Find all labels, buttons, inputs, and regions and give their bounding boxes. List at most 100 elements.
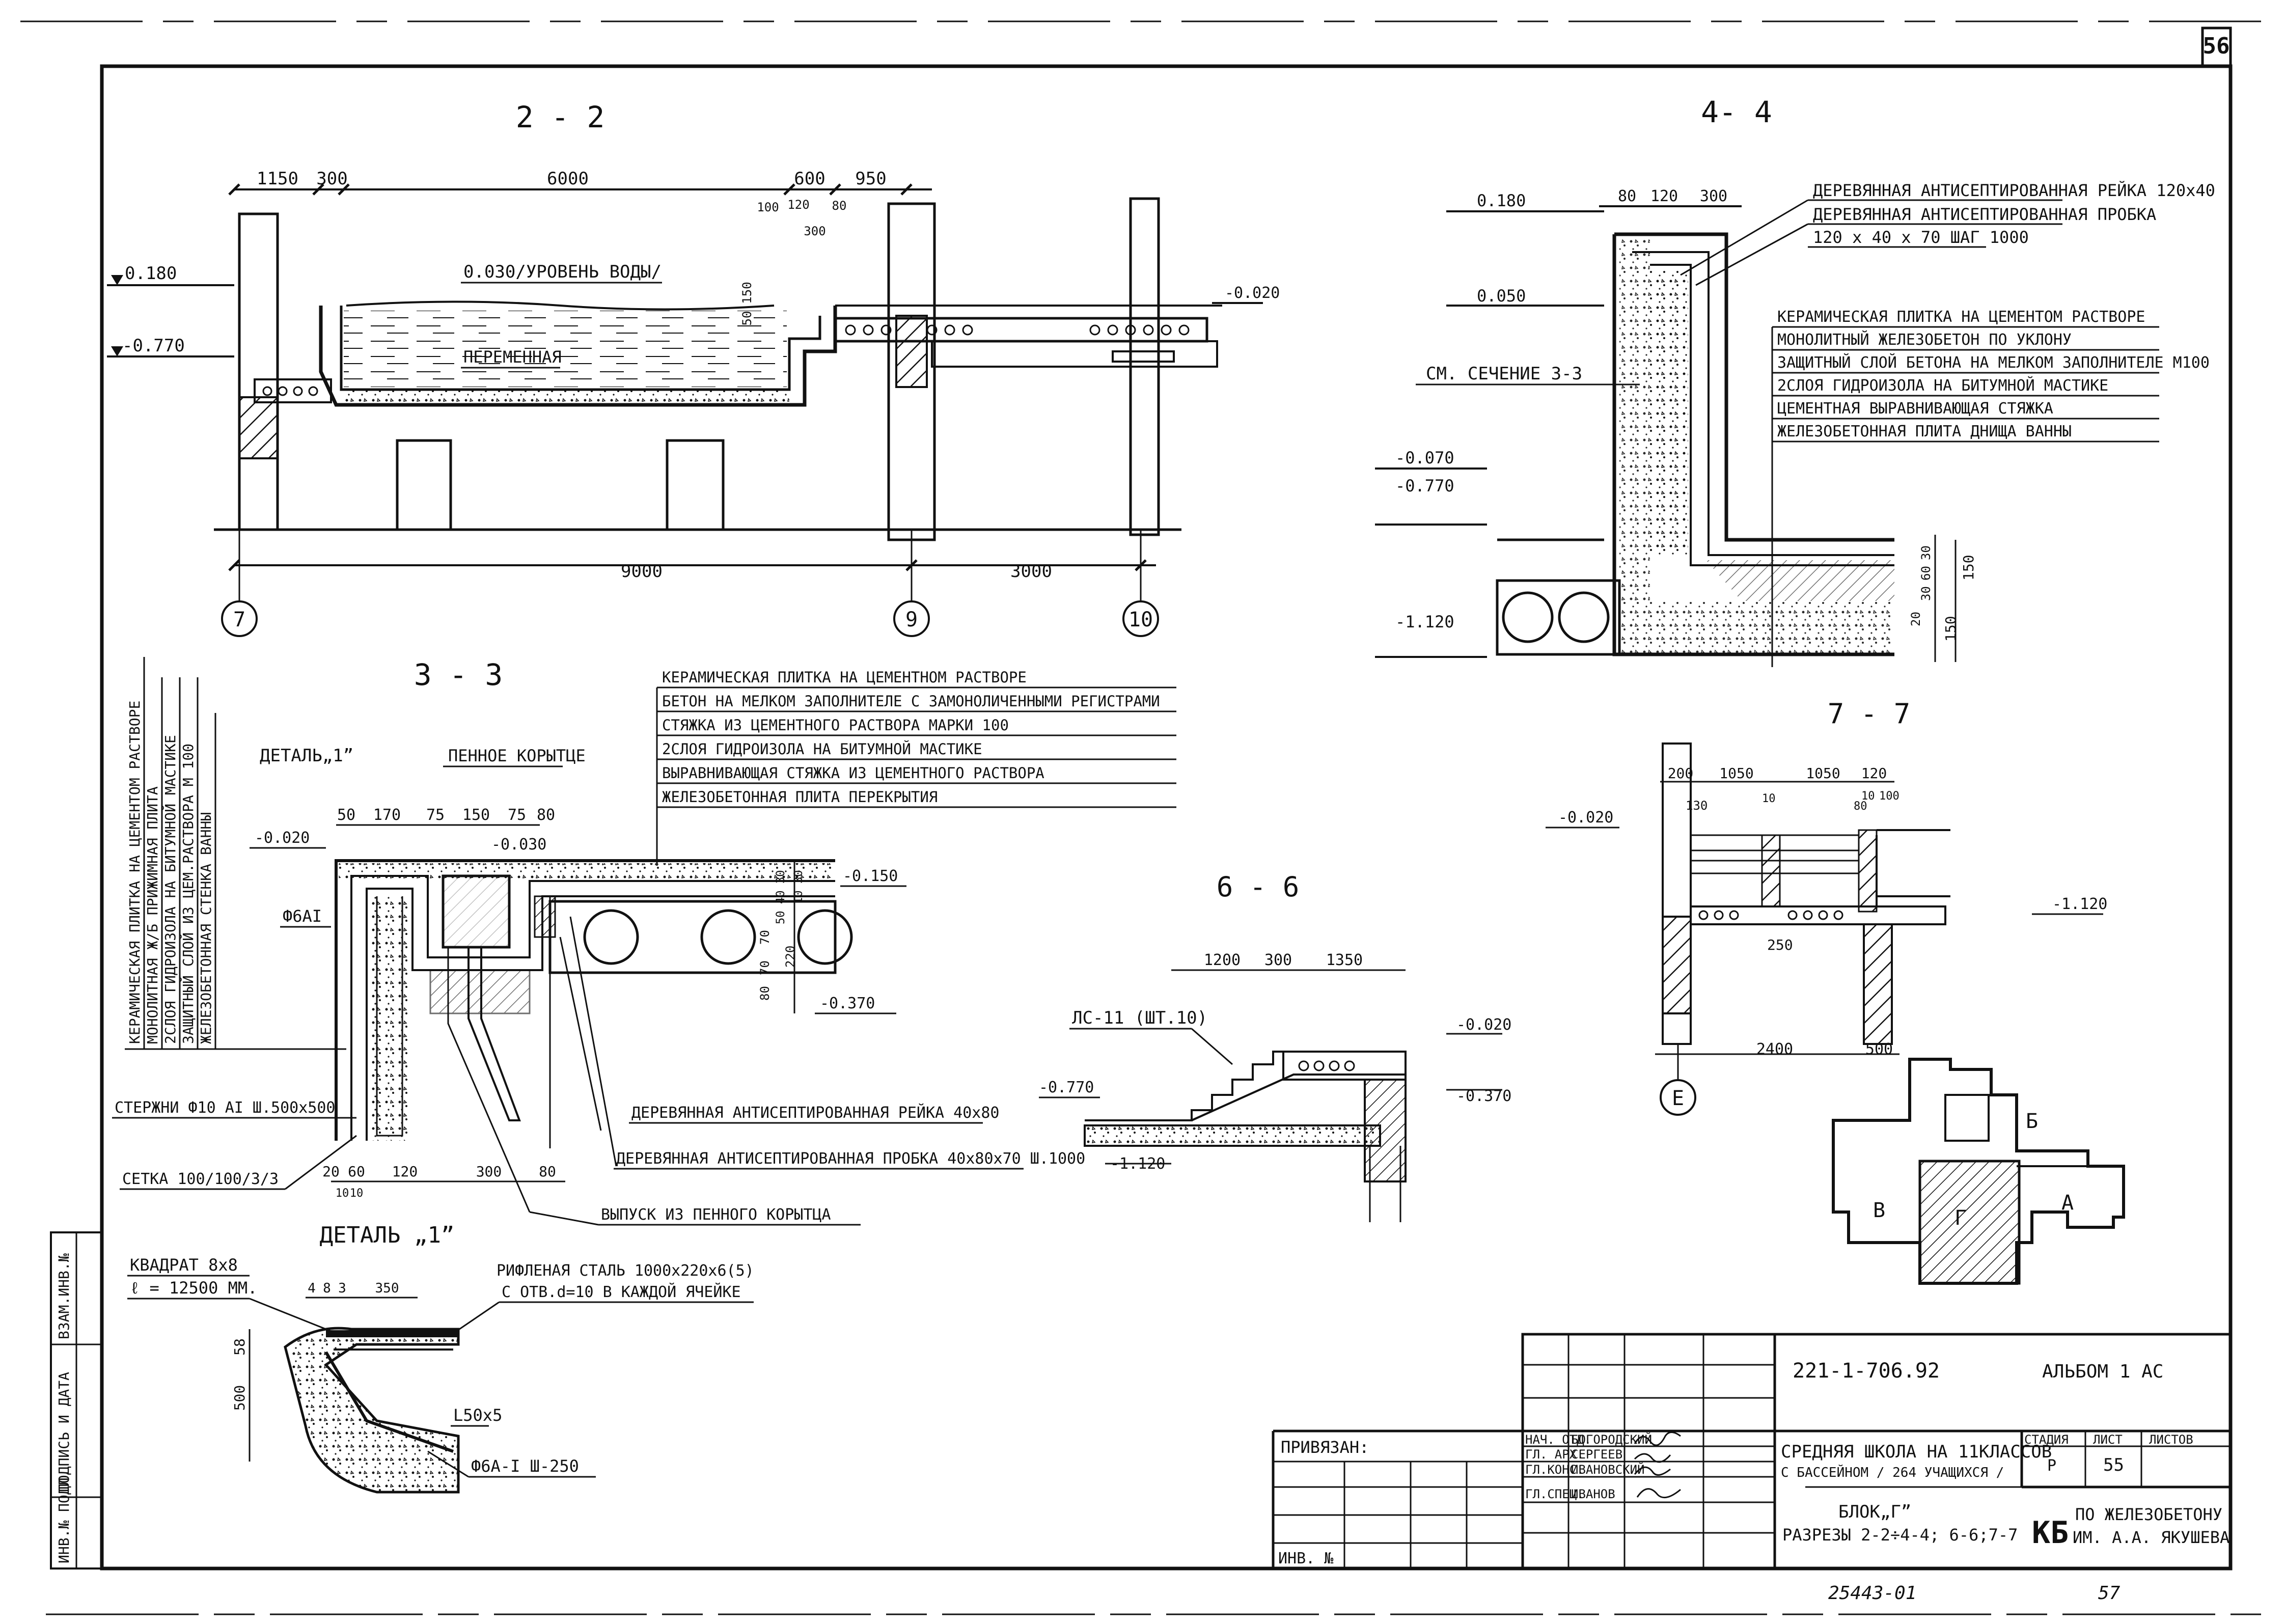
layer-6: ЖЕЛЕЗОБЕТОННАЯ ПЛИТА ДНИЩА ВАННЫ (1777, 423, 2072, 441)
dim-3: 3 (338, 1281, 346, 1296)
section-6-6: 6 - 6 1200 300 1350 ЛС-11 (ШТ.10) -0.770… (1039, 871, 1511, 1222)
dim-120: 120 (1861, 765, 1887, 782)
project-line-2: С БАССЕЙНОМ / 264 УЧАЩИХСЯ / (1781, 1464, 2004, 1480)
stamp-replaced: ВЗАМ.ИНВ.№ (56, 1253, 72, 1339)
callout-plug: ДЕРЕВЯННАЯ АНТИСЕПТИРОВАННАЯ ПРОБКА (1813, 205, 2156, 224)
dim-75a: 75 (426, 806, 445, 824)
stamp-inv: ИНВ.№ ПОДЛ. (56, 1469, 72, 1563)
length-label: ℓ = 12500 ММ. (130, 1278, 257, 1298)
dim-2400: 2400 (1756, 1040, 1793, 1058)
detail-1: ДЕТАЛЬ „1” КВАДРАТ 8х8 ℓ = 12500 ММ. 4 8… (127, 1222, 754, 1494)
rods-label: СТЕРЖНИ Ф10 АI Ш.500х500 (115, 1099, 335, 1117)
dim-120: 120 (392, 1163, 418, 1180)
sheet-value: 55 (2103, 1455, 2124, 1475)
dim-10b: 10 (1861, 790, 1875, 803)
stair-label: ЛС-11 (ШТ.10) (1072, 1008, 1207, 1028)
dim-20: 20 (1909, 612, 1923, 626)
holes-label: С ОТВ.d=10 В КАЖДОЙ ЯЧЕЙКЕ (502, 1283, 741, 1301)
level-0050: 0.050 (1477, 286, 1526, 306)
axis-10: 10 (1128, 608, 1153, 631)
dim-30a: 30 (775, 870, 787, 884)
role-2: ГЛ. АРХ. (1525, 1447, 1584, 1462)
level-m0770: -0.770 (122, 336, 185, 356)
dim-80: 80 (1618, 187, 1636, 205)
plug-label: ДЕРЕВЯННАЯ АНТИСЕПТИРОВАННАЯ ПРОБКА 40х8… (616, 1150, 1085, 1168)
vertical-layer-legend: КЕРАМИЧЕСКАЯ ПЛИТКА НА ЦЕМЕНТОМ РАСТВОРЕ… (125, 657, 346, 1050)
dim-58: 58 (231, 1338, 248, 1356)
stage-header: СТАДИЯ (2024, 1433, 2069, 1447)
level-m1120: -1.120 (1110, 1155, 1165, 1173)
dim-4: 4 (308, 1281, 316, 1296)
level-m0770: -0.770 (1395, 476, 1454, 496)
section-3-3: 3 - 3 КЕРАМИЧЕСКАЯ ПЛИТКА НА ЦЕМЕНТОМ РА… (112, 657, 1176, 1226)
section-7-7: 7 - 7 200 1050 1050 120 130 10 80 10 100… (1546, 698, 2107, 1116)
section-3-3-title: 3 - 3 (414, 657, 503, 692)
water-level-label: 0.030/УРОВЕНЬ ВОДЫ/ (463, 262, 662, 282)
stamp-signature: ПОДПИСЬ И ДАТА (56, 1372, 72, 1492)
dim-1200: 1200 (1204, 951, 1241, 969)
section-7-7-title: 7 - 7 (1828, 698, 1911, 730)
level-m0370: -0.370 (1456, 1087, 1511, 1105)
dim-10b: 10 (350, 1187, 364, 1200)
dim-950: 950 (855, 169, 886, 189)
role-1: НАЧ. ОТД. (1525, 1433, 1591, 1447)
level-m0150: -0.150 (843, 867, 898, 885)
axis-7-bubble (221, 600, 258, 637)
dim-250: 250 (1767, 937, 1793, 953)
section-4-4-title: 4- 4 (1701, 95, 1772, 129)
dim-170: 170 (373, 806, 401, 824)
vlayer-3: 2СЛОЯ ГИДРОИЗОЛА НА БИТУМНОЙ МАСТИКЕ (161, 735, 179, 1044)
dim-50: 50 (775, 911, 787, 925)
axis-10-bubble (1122, 600, 1159, 637)
project-line-1: СРЕДНЯЯ ШКОЛА НА 11КЛАССОВ (1781, 1442, 2052, 1462)
dim-80: 80 (1854, 800, 1867, 813)
dim-120: 120 (787, 198, 809, 212)
dims-top-3-3: 50 170 75 150 75 80 (336, 806, 555, 826)
dim-80: 80 (539, 1163, 556, 1180)
dim-300: 300 (476, 1163, 502, 1180)
dim-50: 50 (337, 806, 355, 824)
dim-60: 60 (1919, 566, 1933, 581)
key-plan-a: А (2061, 1191, 2074, 1215)
key-plan-v: В (1873, 1199, 1885, 1222)
dim-30b: 30 (1919, 586, 1933, 601)
dim-100: 100 (757, 200, 779, 214)
vlayer-2: МОНОЛИТНАЯ Ж/Б ПРИЖИМНАЯ ПЛИТА (144, 786, 161, 1044)
dim-1350: 1350 (1326, 951, 1363, 969)
dim-10a: 10 (1762, 792, 1776, 805)
privyazan-label: ПРИВЯЗАН: (1281, 1438, 1369, 1457)
layer-2: БЕТОН НА МЕЛКОМ ЗАПОЛНИТЕЛЕ С ЗАМОНОЛИЧЕ… (662, 693, 1160, 710)
axis-e-bubble (1660, 1079, 1696, 1116)
layer-6: ЖЕЛЕЗОБЕТОННАЯ ПЛИТА ПЕРЕКРЫТИЯ (662, 788, 938, 806)
dim-150: 150 (740, 282, 754, 304)
org-line-1: ПО ЖЕЛЕЗОБЕТОНУ (2075, 1505, 2222, 1524)
see-section-3-3: СМ. СЕЧЕНИЕ 3-3 (1426, 364, 1582, 384)
name-1: БОГОРОДСКИЙ (1571, 1432, 1652, 1447)
level-m0020: -0.020 (1225, 284, 1280, 302)
dim-200: 200 (1668, 765, 1694, 782)
dim-600: 600 (794, 169, 825, 189)
callout-plug-size: 120 х 40 х 70 ШАГ 1000 (1813, 228, 2029, 247)
level-m1120: -1.120 (2052, 895, 2107, 913)
layer-3: СТЯЖКА ИЗ ЦЕМЕНТНОГО РАСТВОРА МАРКИ 100 (662, 717, 1009, 734)
dim-6000: 6000 (547, 169, 589, 189)
detail-1-ref: ДЕТАЛЬ„1” (260, 746, 353, 766)
name-4: ИВАНОВ (1571, 1487, 1615, 1501)
vlayer-1: КЕРАМИЧЕСКАЯ ПЛИТКА НА ЦЕМЕНТОМ РАСТВОРЕ (126, 701, 143, 1044)
dim-130: 130 (1686, 799, 1708, 813)
title-block: ПРИВЯЗАН: ИНВ. № НАЧ. ОТД. ГЛ. АРХ. ГЛ.К… (1272, 1333, 2232, 1570)
section-4-4: 4- 4 80 120 300 0.180 0.050 -0.070 -0.77… (1375, 95, 2215, 667)
section-6-6-title: 6 - 6 (1217, 871, 1300, 903)
layer-4: 2СЛОЯ ГИДРОИЗОЛА НА БИТУМНОЙ МАСТИКЕ (662, 740, 982, 758)
name-3: ИВАНОВСКИЙ (1571, 1462, 1645, 1477)
layer-5: ВЫРАВНИВАЮЩАЯ СТЯЖКА ИЗ ЦЕМЕНТНОГО РАСТВ… (662, 764, 1044, 782)
footer-page: 57 (2098, 1583, 2121, 1604)
section-2-2-title: 2 - 2 (516, 100, 605, 134)
dim-500: 500 (231, 1385, 248, 1411)
stage-value: Р (2047, 1457, 2056, 1475)
block-label: БЛОК„Г” (1838, 1502, 1911, 1522)
dim-300: 300 (316, 169, 347, 189)
sheets-header: ЛИСТОВ (2149, 1433, 2193, 1447)
dim-150b: 150 (1942, 616, 1959, 642)
level-m0020: -0.020 (1558, 809, 1613, 827)
